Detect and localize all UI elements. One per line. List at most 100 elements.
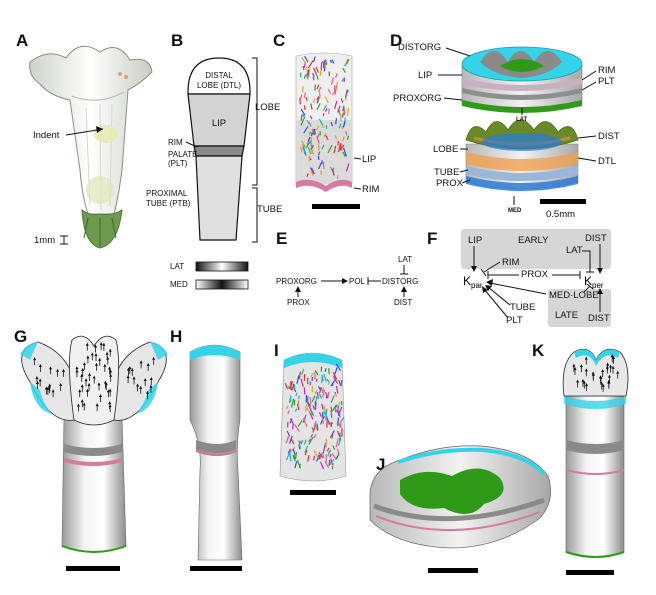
label-med-lobe: MED·LOBE bbox=[549, 290, 599, 301]
label-distal-2: LOBE (DTL) bbox=[197, 81, 241, 90]
scale-bar-j bbox=[428, 568, 478, 573]
panel-j: J bbox=[369, 445, 551, 573]
growth-arrowhead bbox=[84, 378, 88, 382]
growth-tick bbox=[324, 108, 328, 113]
growth-arrowhead bbox=[611, 365, 615, 369]
growth-arrowhead bbox=[106, 356, 110, 360]
growth-tick bbox=[338, 401, 341, 406]
growth-tick bbox=[331, 59, 335, 64]
growth-arrowhead bbox=[582, 380, 586, 384]
growth-arrowhead bbox=[128, 365, 132, 369]
growth-arrowhead bbox=[88, 372, 92, 376]
growth-arrowhead bbox=[143, 377, 147, 381]
growth-tick bbox=[330, 121, 334, 127]
growth-tick bbox=[342, 136, 345, 142]
g-cyan-tip-left bbox=[20, 342, 38, 360]
growth-tick bbox=[299, 94, 303, 100]
growth-tick bbox=[301, 140, 307, 149]
scale-bar-g bbox=[66, 566, 120, 571]
growth-arrowhead bbox=[609, 364, 613, 368]
kpar-node: Kpar bbox=[463, 274, 483, 290]
growth-tick bbox=[302, 414, 307, 423]
label-proximal-1: PROXIMAL bbox=[146, 189, 188, 198]
label-lat-legend: LAT bbox=[170, 262, 184, 271]
growth-arrowhead bbox=[92, 375, 96, 379]
growth-tick bbox=[343, 106, 345, 116]
growth-tick bbox=[344, 58, 350, 67]
growth-arrowhead bbox=[601, 383, 605, 387]
dist-pointer-d bbox=[577, 135, 597, 139]
growth-tick bbox=[313, 420, 317, 427]
panel-c: C LIP RIM bbox=[273, 31, 380, 209]
growth-tick bbox=[319, 461, 325, 470]
j-green-palate bbox=[400, 468, 504, 515]
growth-tick bbox=[290, 448, 292, 453]
growth-tick bbox=[323, 373, 327, 382]
late-box bbox=[548, 289, 611, 327]
growth-tick bbox=[320, 387, 324, 393]
growth-tick bbox=[346, 107, 350, 116]
growth-tick bbox=[338, 380, 342, 386]
growth-tick bbox=[341, 113, 344, 118]
growth-arrowhead bbox=[90, 352, 94, 356]
bracket-tube bbox=[252, 187, 258, 243]
growth-tick bbox=[346, 89, 349, 94]
growth-tick bbox=[298, 440, 302, 449]
growth-tick bbox=[342, 67, 346, 73]
growth-tick bbox=[290, 437, 295, 445]
growth-tick bbox=[303, 105, 306, 110]
growth-tick bbox=[304, 445, 309, 453]
label-rim-b: RIM bbox=[168, 138, 183, 147]
k-cyan-base bbox=[564, 396, 626, 409]
panel-e: E PROXORG POL DISTORG PROX LAT DIST bbox=[276, 229, 418, 307]
rim-pink-band bbox=[296, 179, 352, 192]
e-arrow-dist-distorg bbox=[401, 286, 407, 297]
growth-arrowhead bbox=[576, 379, 580, 383]
growth-tick bbox=[321, 403, 324, 410]
growth-tick bbox=[322, 105, 327, 111]
growth-arrowhead bbox=[80, 373, 84, 377]
growth-tick bbox=[315, 378, 318, 382]
growth-tick bbox=[334, 393, 338, 397]
growth-arrowhead bbox=[49, 366, 53, 370]
growth-tick bbox=[320, 416, 325, 425]
growth-arrowhead bbox=[146, 362, 150, 366]
label-palate-2: (PLT) bbox=[168, 159, 188, 168]
g-green-rim bbox=[61, 545, 127, 553]
growth-tick bbox=[344, 89, 348, 98]
g-gray-band bbox=[64, 444, 122, 456]
growth-arrowhead bbox=[600, 381, 604, 385]
growth-arrowhead bbox=[149, 384, 153, 388]
growth-tick bbox=[287, 410, 290, 414]
growth-tick bbox=[322, 415, 329, 423]
e-inhibit-lat-distorg bbox=[400, 265, 408, 275]
growth-tick bbox=[315, 396, 318, 402]
growth-tick bbox=[313, 450, 320, 459]
growth-tick bbox=[311, 128, 314, 132]
growth-tick bbox=[316, 133, 320, 140]
g-cyan-right bbox=[136, 382, 158, 414]
scale-bar-k bbox=[566, 570, 614, 575]
e-arrow-proxorg-pol bbox=[321, 278, 348, 284]
growth-tick bbox=[289, 381, 294, 390]
growth-tick bbox=[332, 372, 338, 380]
growth-tick bbox=[321, 416, 325, 424]
growth-tick bbox=[292, 448, 296, 456]
growth-tick bbox=[307, 136, 311, 142]
label-plt-f: PLT bbox=[506, 315, 523, 326]
growth-tick bbox=[300, 117, 305, 126]
j-pink-line bbox=[375, 511, 541, 531]
growth-tick bbox=[330, 406, 333, 413]
growth-arrows-k bbox=[572, 354, 620, 392]
growth-tick bbox=[336, 405, 339, 412]
growth-tick bbox=[335, 363, 342, 372]
growth-tick bbox=[317, 151, 321, 156]
growth-arrowhead bbox=[98, 393, 102, 397]
growth-tick bbox=[291, 398, 295, 408]
growth-tick bbox=[310, 411, 313, 417]
f-arrow-dist-kper bbox=[597, 244, 603, 274]
growth-tick bbox=[318, 454, 322, 460]
label-late: LATE bbox=[555, 310, 578, 321]
growth-tick bbox=[343, 147, 347, 157]
